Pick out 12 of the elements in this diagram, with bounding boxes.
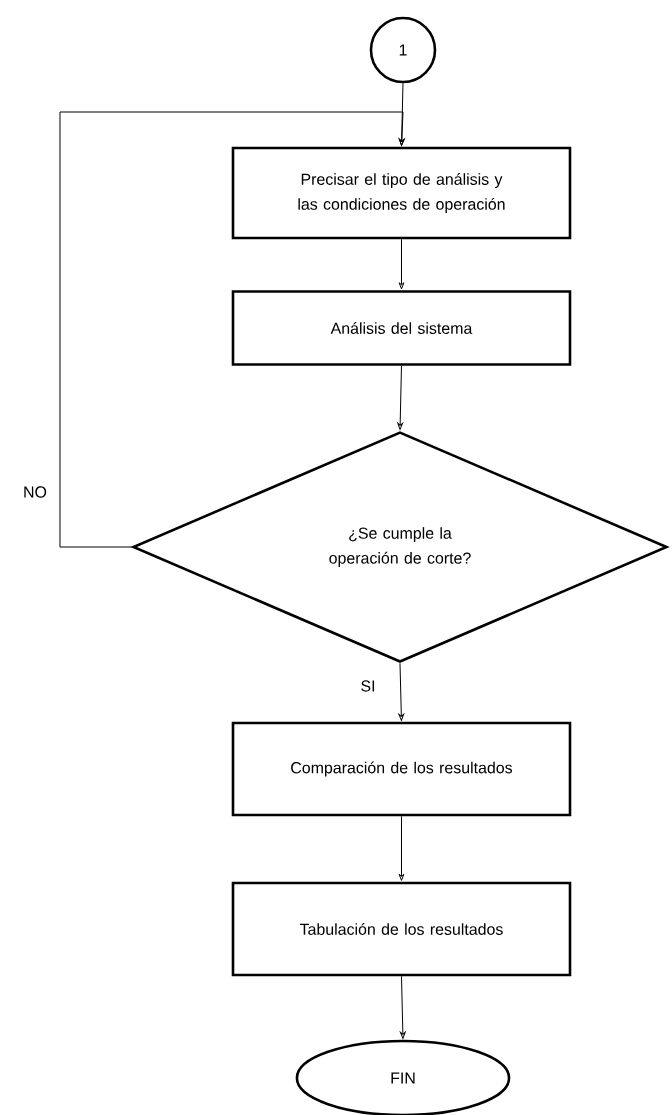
arrow — [397, 365, 403, 430]
process-box: Precisar el tipo de análisis y las condiciones de operación — [231, 146, 572, 240]
process-box: Análisis del sistema — [231, 290, 572, 366]
process-box: Tabulación de los resultados — [231, 881, 572, 977]
arrow — [398, 815, 405, 881]
edge-label: NO — [22, 485, 48, 499]
arrow — [398, 238, 405, 290]
edge-label: SI — [359, 679, 377, 693]
arrow — [398, 662, 405, 721]
arrow — [59, 111, 405, 548]
arrow — [399, 975, 406, 1039]
process-box: Comparación de los resultados — [231, 721, 572, 817]
